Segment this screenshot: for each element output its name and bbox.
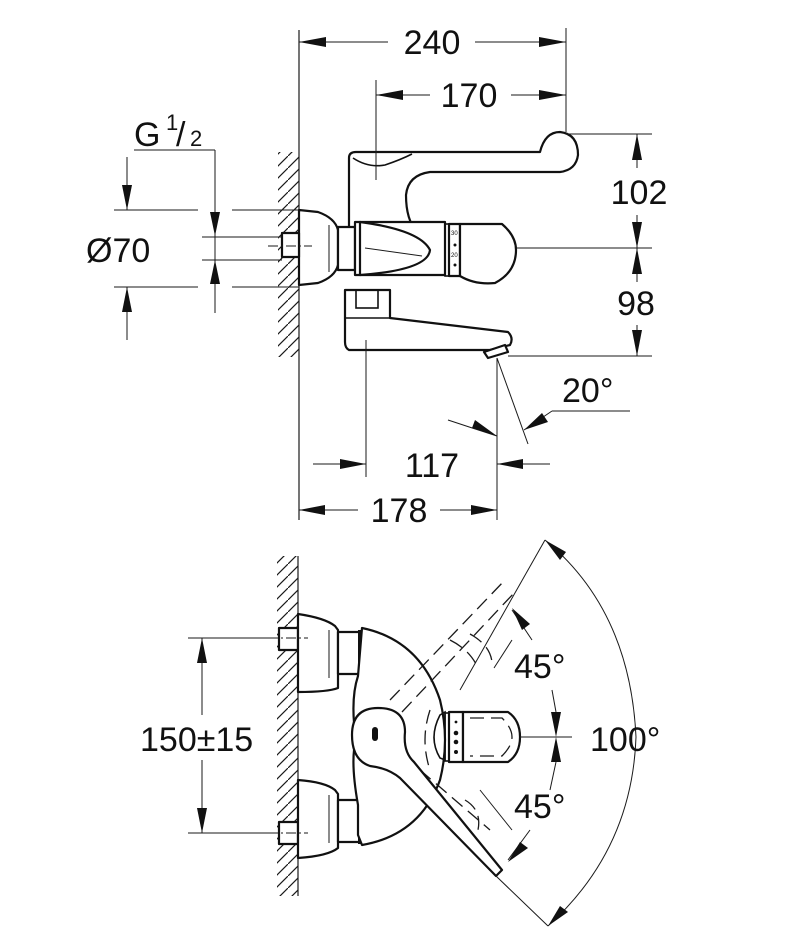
dim-thread: G 1 / 2 [122,110,220,313]
thermostat-knob-top [433,710,522,764]
dim-handle-depth: 170 [375,77,566,115]
dim-swing-up: 45° [511,608,565,737]
dim-spout-angle: 20° [447,357,630,520]
thread-numerator: 1 [166,110,178,135]
dim-text-diameter: Ø70 [86,232,150,270]
dim-text-150: 150±15 [140,721,253,759]
upper-inlet [277,612,362,694]
dim-text-117: 117 [405,447,459,485]
svg-text:30: 30 [451,231,458,237]
dim-escutcheon-diameter: Ø70 [86,209,299,340]
dim-text-240: 240 [404,24,461,62]
lever-swing-ghost [389,579,516,831]
dim-text-20deg: 20° [562,372,613,410]
dim-swing-down: 45° [507,737,565,862]
mixer-body-side: 30 20 [280,85,580,360]
side-view: 30 20 240 [86,24,667,530]
dim-spout-projection: 117 [313,340,550,485]
dim-text-98: 98 [617,285,655,323]
dim-text-45-down: 45° [514,788,565,826]
top-view: 150±15 45° 45° 100° [140,539,660,927]
thread-denominator: 2 [190,126,202,151]
thread-prefix: G [134,116,160,154]
dim-spout-reach: 178 [299,492,497,530]
dim-inlet-spacing: 150±15 [140,637,278,834]
dim-overall-depth: 240 [299,24,567,132]
svg-text:/: / [176,116,186,154]
dim-text-178: 178 [371,492,428,530]
dim-total-swing: 100° [544,539,660,927]
dim-text-170: 170 [441,77,498,115]
lever-handle [350,706,504,878]
svg-text:20: 20 [451,253,458,259]
dim-text-100: 100° [590,721,660,759]
dim-text-102: 102 [611,174,668,212]
dim-text-45-up: 45° [514,648,565,686]
dim-heights: 102 98 [508,133,668,357]
wall-side [278,30,300,520]
